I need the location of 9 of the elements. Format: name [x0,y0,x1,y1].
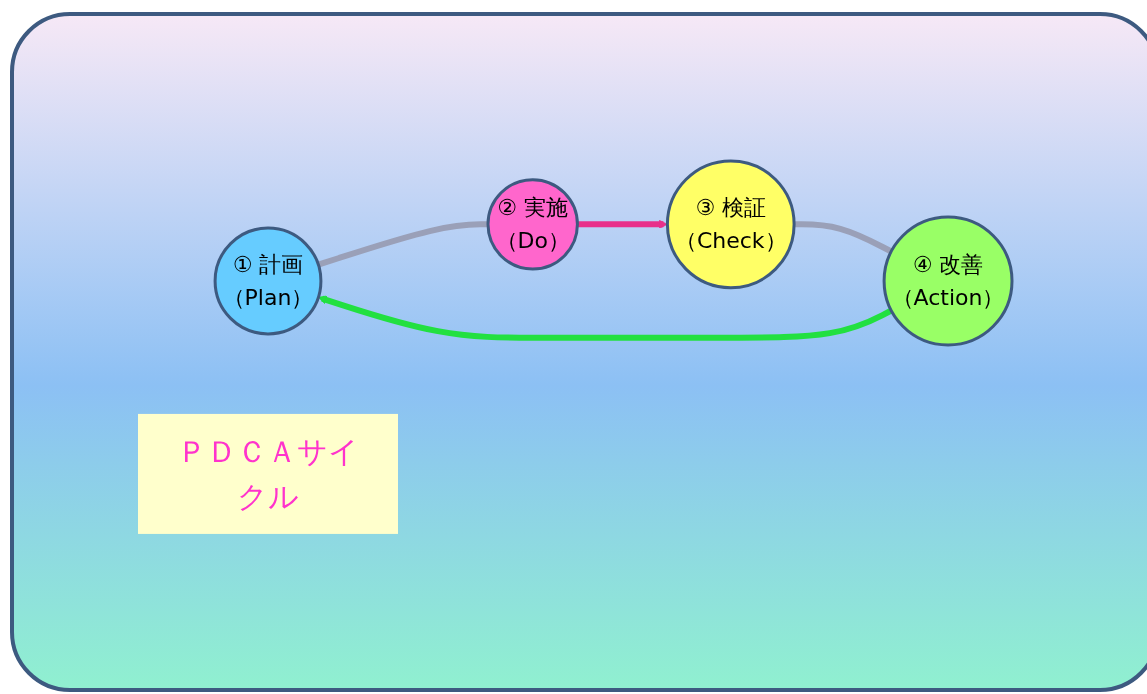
connector [794,221,893,255]
node-circle: ③ 検証 （Check） [665,159,796,290]
node-circle: ② 実施 （Do） [486,178,579,271]
connector [317,221,488,268]
node-circle: ④ 改善 （Action） [882,215,1014,347]
node-circle: ① 計画 （Plan） [213,226,323,336]
node-box: ＰＤＣＡサイクル [138,413,398,534]
arrow [317,295,893,341]
arrow [577,220,668,229]
